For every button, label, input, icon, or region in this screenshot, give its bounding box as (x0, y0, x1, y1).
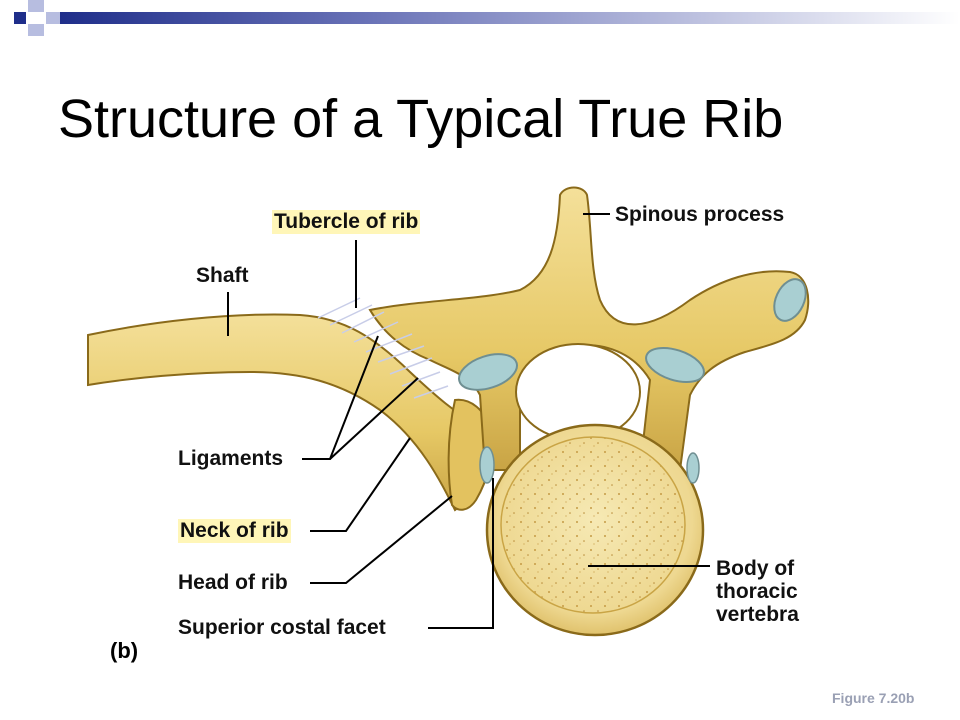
label-body-of-thoracic-vertebra: Body of thoracic vertebra (716, 557, 799, 626)
slide-header-bar (14, 0, 960, 36)
superior-costal-facet-right (686, 452, 700, 484)
superior-costal-facet-left (479, 446, 495, 484)
panel-letter: (b) (110, 638, 139, 663)
header-gradient-band (60, 12, 960, 24)
spinous-process (368, 186, 810, 471)
label-ligaments: Ligaments (178, 447, 284, 470)
leader-head (310, 495, 453, 584)
leader-ligaments-b (329, 377, 419, 460)
leader-lines (227, 213, 710, 629)
label-shaft: Shaft (196, 264, 249, 287)
label-head-of-rib: Head of rib (178, 571, 288, 594)
articular-facet-left (458, 353, 518, 391)
label-tubercle-of-rib: Tubercle of rib (272, 210, 421, 234)
header-square-dark (14, 12, 26, 24)
leader-neck (310, 437, 411, 532)
header-square-light (28, 0, 44, 12)
header-square-light (46, 12, 60, 24)
slide-title: Structure of a Typical True Rib (58, 89, 784, 149)
figure-reference: Figure 7.20b (832, 690, 915, 706)
transverse-costal-facet (773, 278, 807, 322)
label-superior-costal-facet: Superior costal facet (178, 616, 386, 639)
label-neck-of-rib: Neck of rib (178, 519, 291, 543)
header-square-light (28, 24, 44, 36)
label-spinous-process: Spinous process (615, 203, 785, 226)
leader-facet (428, 478, 494, 629)
articular-facet-right (645, 346, 705, 384)
vertebral-body-cancellous (500, 436, 686, 614)
